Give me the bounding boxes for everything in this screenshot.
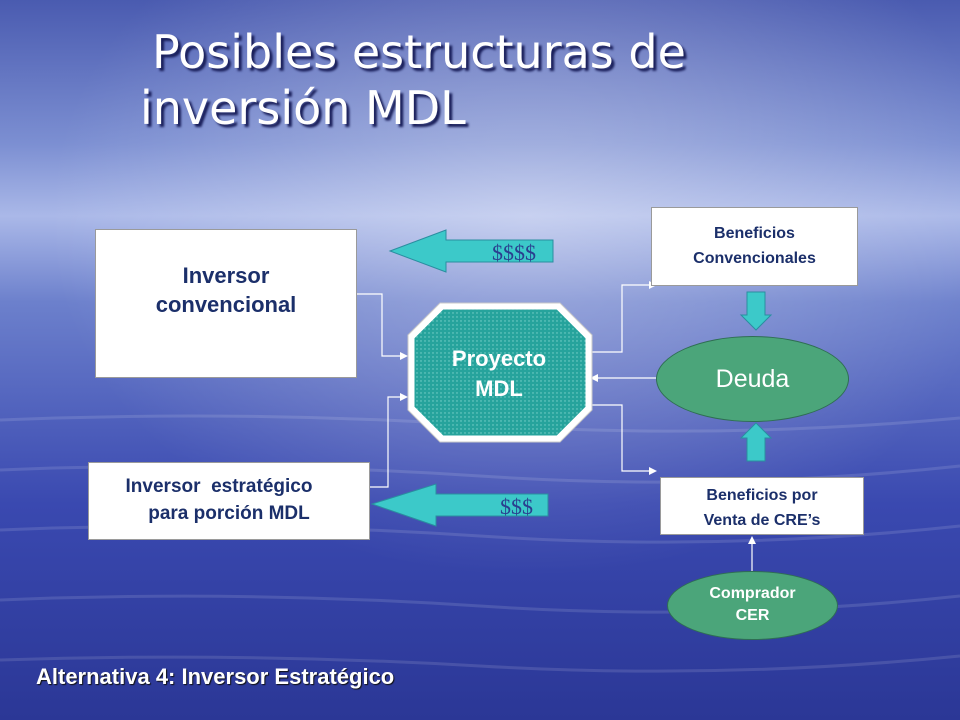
connector-estr-to-proyecto [370,396,402,488]
money-label-bottom: $$$ [500,494,533,519]
box-line: Beneficios por [706,487,818,504]
proyecto-line-1: Proyecto [451,346,547,371]
box-line: Inversor estratégico [125,476,313,497]
inversor-convencional-box: Inversor convencional [95,229,357,378]
box-line: Beneficios [714,225,795,242]
comprador-line-2: CER [735,607,770,624]
connector-proyecto-to-bencre [590,404,651,472]
title-line-1: Posibles estructuras de [152,25,686,79]
box-line: convencional [155,292,297,317]
inversor-estrategico-box: Inversor estratégico para porción MDL [88,462,370,540]
box-line: Inversor [182,263,270,288]
money-label-top: $$$$ [492,240,536,265]
connector-conv-to-proyecto [357,293,402,357]
connector-proyecto-to-benconv [590,284,651,353]
box-line: Convencionales [693,250,816,267]
deuda-ellipse: Deuda [656,336,849,422]
money-arrow-bottom [370,483,549,527]
proyecto-octagon [413,308,587,437]
slide-title: Posibles estructuras de inversión MDL [140,24,840,136]
box-line: para porción MDL [148,503,310,524]
proyecto-mdl-label: Proyecto MDL [412,344,586,404]
alternative-caption: Alternativa 4: Inversor Estratégico [36,664,395,689]
arrow-down-to-deuda [739,291,773,331]
comprador-cer-ellipse: Comprador CER [667,571,838,640]
arrow-up-to-deuda [739,422,773,462]
beneficios-cre-box: Beneficios por Venta de CRE’s [660,477,864,535]
proyecto-line-2: MDL [475,376,523,401]
title-line-2: inversión MDL [140,81,466,135]
beneficios-convencionales-box: Beneficios Convencionales [651,207,858,286]
money-arrow-top [388,229,554,273]
box-line: Venta de CRE’s [703,512,821,529]
comprador-line-1: Comprador [709,585,796,602]
